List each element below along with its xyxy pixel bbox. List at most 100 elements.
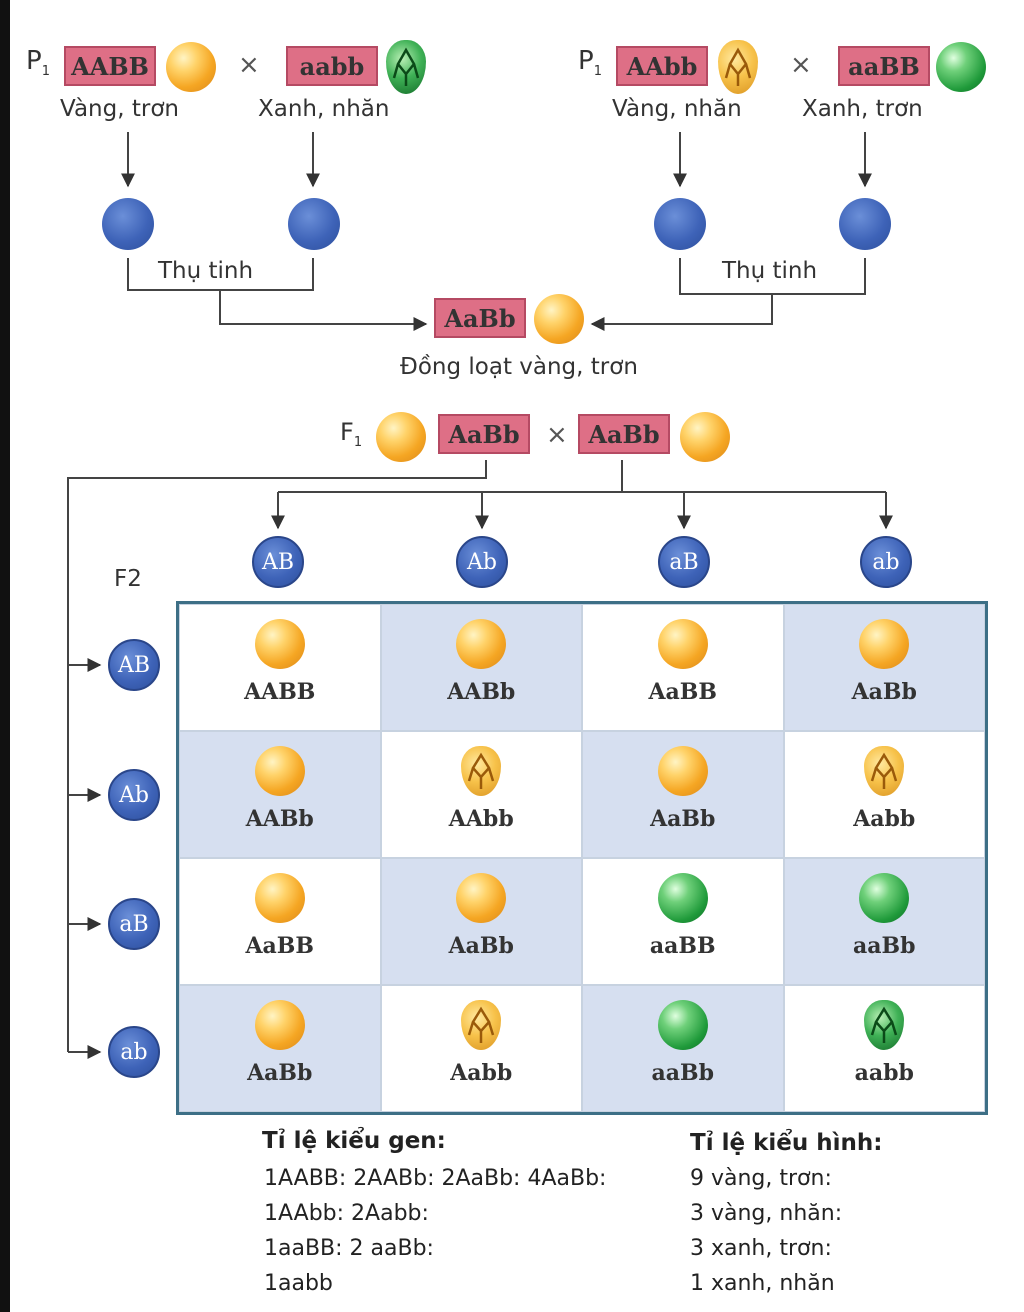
row-gamete: aB [108, 898, 160, 950]
punnett-cell-genotype: aaBB [649, 933, 716, 959]
f1-label: F1 [340, 418, 363, 450]
phenotype-ratio-line: 3 xanh, trơn: [690, 1236, 832, 1261]
gamete-circle [839, 198, 891, 250]
punnett-cell-genotype: AABB [244, 679, 316, 705]
gamete-circle [654, 198, 706, 250]
fertilization-label: Thụ tinh [722, 258, 818, 284]
genotype-box: aaBB [838, 46, 930, 86]
p1-label-left: P1 [26, 46, 50, 80]
yellow-round-seed-icon [254, 1000, 305, 1050]
yellow-round-seed-icon [376, 412, 426, 462]
phenotype-ratio-title: Tỉ lệ kiểu hình: [690, 1130, 883, 1156]
punnett-cell-genotype: Aabb [853, 806, 916, 832]
yellow-round-seed-icon [254, 619, 305, 669]
yellow-wrinkled-seed-icon [461, 1000, 502, 1050]
f1-genotype-box: AaBb [438, 414, 530, 454]
genotype-ratio-line: 1AABB: 2AABb: 2AaBb: 4AaBb: [264, 1166, 607, 1191]
genotype-ratio-line: 1aabb [264, 1271, 333, 1296]
column-gamete: AB [252, 536, 304, 588]
green-wrinkled-seed-icon [386, 40, 426, 94]
yellow-round-seed-icon [456, 619, 507, 669]
punnett-cell: AABb [380, 604, 582, 731]
phenotype-ratio-line: 1 xanh, nhăn [690, 1271, 835, 1296]
punnett-cell-genotype: AaBB [648, 679, 717, 705]
phenotype-label: Vàng, nhăn [612, 96, 742, 122]
punnett-cell-genotype: aaBb [853, 933, 916, 959]
column-gamete: aB [658, 536, 710, 588]
yellow-round-seed-icon [657, 619, 708, 669]
cross-symbol: × [238, 50, 260, 80]
punnett-cell: AAbb [380, 731, 582, 858]
genotype-ratio-line: 1aaBB: 2 aaBb: [264, 1236, 434, 1261]
punnett-cell: aabb [783, 985, 985, 1112]
yellow-round-seed-icon [859, 619, 910, 669]
punnett-cell-genotype: aaBb [651, 1060, 715, 1086]
phenotype-ratio-line: 9 vàng, trơn: [690, 1166, 832, 1191]
cross-symbol: × [546, 420, 568, 450]
fertilization-label: Thụ tinh [158, 258, 254, 284]
genotype-box: AABB [64, 46, 156, 86]
phenotype-label: Xanh, trơn [802, 96, 923, 122]
yellow-round-seed-icon [680, 412, 730, 462]
green-round-seed-icon [859, 873, 910, 923]
phenotype-label: Xanh, nhăn [258, 96, 390, 122]
green-round-seed-icon [657, 1000, 708, 1050]
punnett-cell: AaBb [783, 604, 985, 731]
yellow-round-seed-icon [254, 873, 305, 923]
punnett-cell-genotype: AABb [245, 806, 314, 832]
punnett-cell: aaBB [582, 858, 784, 985]
yellow-wrinkled-seed-icon [864, 746, 905, 796]
punnett-cell-genotype: AaBb [448, 933, 514, 959]
f1-genotype-box: AaBb [578, 414, 670, 454]
gamete-circle [288, 198, 340, 250]
column-gamete: ab [860, 536, 912, 588]
punnett-cell: AaBB [582, 604, 784, 731]
punnett-cell: AABB [179, 604, 381, 731]
punnett-cell-genotype: AAbb [448, 806, 514, 832]
cross-symbol: × [790, 50, 812, 80]
column-gamete: Ab [456, 536, 508, 588]
punnett-cell-genotype: AaBb [851, 679, 917, 705]
punnett-cell: AABb [179, 731, 381, 858]
yellow-wrinkled-seed-icon [461, 746, 502, 796]
row-gamete: AB [108, 639, 160, 691]
hybrid-phenotype-label: Đồng loạt vàng, trơn [400, 354, 638, 380]
punnett-cell: aaBb [582, 985, 784, 1112]
green-wrinkled-seed-icon [864, 1000, 905, 1050]
p1-label-right: P1 [578, 46, 602, 80]
green-round-seed-icon [936, 42, 986, 92]
yellow-round-seed-icon [657, 746, 708, 796]
punnett-cell-genotype: aabb [854, 1060, 914, 1086]
punnett-cell-genotype: AaBb [247, 1060, 313, 1086]
f2-label: F2 [114, 566, 142, 592]
yellow-round-seed-icon [456, 873, 507, 923]
green-round-seed-icon [657, 873, 708, 923]
punnett-cell-genotype: Aabb [450, 1060, 513, 1086]
yellow-wrinkled-seed-icon [718, 40, 758, 94]
row-gamete: ab [108, 1026, 160, 1078]
phenotype-label: Vàng, trơn [60, 96, 179, 122]
genotype-box: aabb [286, 46, 378, 86]
phenotype-ratio-line: 3 vàng, nhăn: [690, 1201, 843, 1226]
genotype-ratio-line: 1AAbb: 2Aabb: [264, 1201, 429, 1226]
hybrid-genotype-box: AaBb [434, 298, 526, 338]
row-gamete: Ab [108, 769, 160, 821]
punnett-cell-genotype: AaBb [650, 806, 716, 832]
punnett-cell: Aabb [380, 985, 582, 1112]
yellow-round-seed-icon [166, 42, 216, 92]
genotype-ratio-title: Tỉ lệ kiểu gen: [262, 1128, 446, 1154]
punnett-cell: AaBb [380, 858, 582, 985]
gamete-circle [102, 198, 154, 250]
punnett-cell-genotype: AaBB [245, 933, 314, 959]
punnett-cell: AaBB [179, 858, 381, 985]
punnett-cell: AaBb [582, 731, 784, 858]
punnett-cell: aaBb [783, 858, 985, 985]
yellow-round-seed-icon [534, 294, 584, 344]
yellow-round-seed-icon [254, 746, 305, 796]
punnett-cell: AaBb [179, 985, 381, 1112]
genotype-box: AAbb [616, 46, 708, 86]
punnett-cell-genotype: AABb [447, 679, 516, 705]
